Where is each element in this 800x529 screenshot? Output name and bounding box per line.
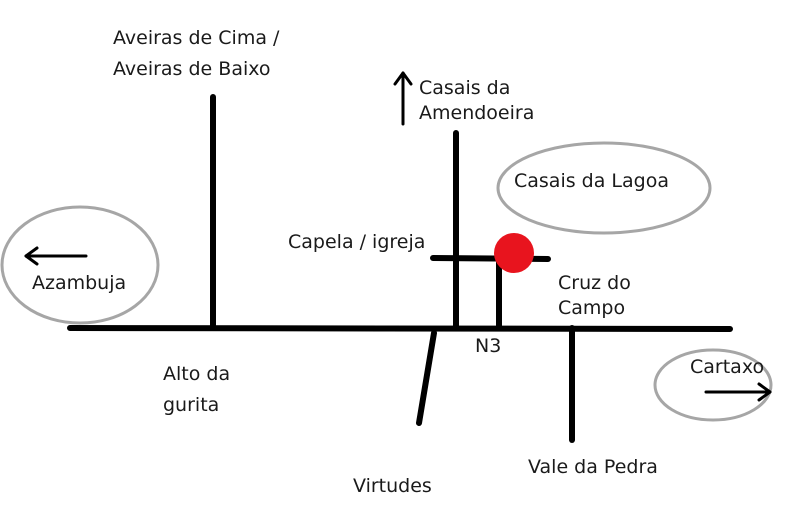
road-virtudes: [416, 330, 437, 426]
label-alto-da-gurita-line2: gurita: [163, 394, 220, 416]
label-n3: N3: [475, 335, 502, 357]
arrow-left-icon: [24, 246, 88, 266]
label-aveiras-line1: Aveiras de Cima /: [113, 27, 280, 49]
label-capela-igreja: Capela / igreja: [288, 231, 426, 253]
arrow-right-icon: [704, 382, 772, 402]
label-aveiras-line2: Aveiras de Baixo: [113, 58, 271, 80]
label-azambuja: Azambuja: [32, 272, 127, 294]
label-alto-da-gurita-line1: Alto da: [163, 363, 231, 385]
label-casais-amendoeira-line2: Amendoeira: [419, 102, 535, 124]
label-virtudes: Virtudes: [353, 475, 432, 497]
location-dot-icon: [494, 233, 534, 273]
label-casais-amendoeira-line1: Casais da: [419, 77, 511, 99]
label-cartaxo: Cartaxo: [690, 356, 765, 378]
road-n3-main: [67, 325, 733, 332]
label-cruz-do-campo-line2: Campo: [558, 297, 626, 319]
azambuja-outline: [0, 205, 160, 325]
cartaxo-outline: [653, 348, 773, 422]
label-cruz-do-campo-line1: Cruz do: [558, 272, 631, 294]
label-vale-da-pedra: Vale da Pedra: [528, 456, 658, 478]
label-casais-da-lagoa: Casais da Lagoa: [514, 170, 669, 192]
casais-da-lagoa-outline: [496, 141, 712, 235]
arrow-up-icon: [393, 71, 413, 126]
